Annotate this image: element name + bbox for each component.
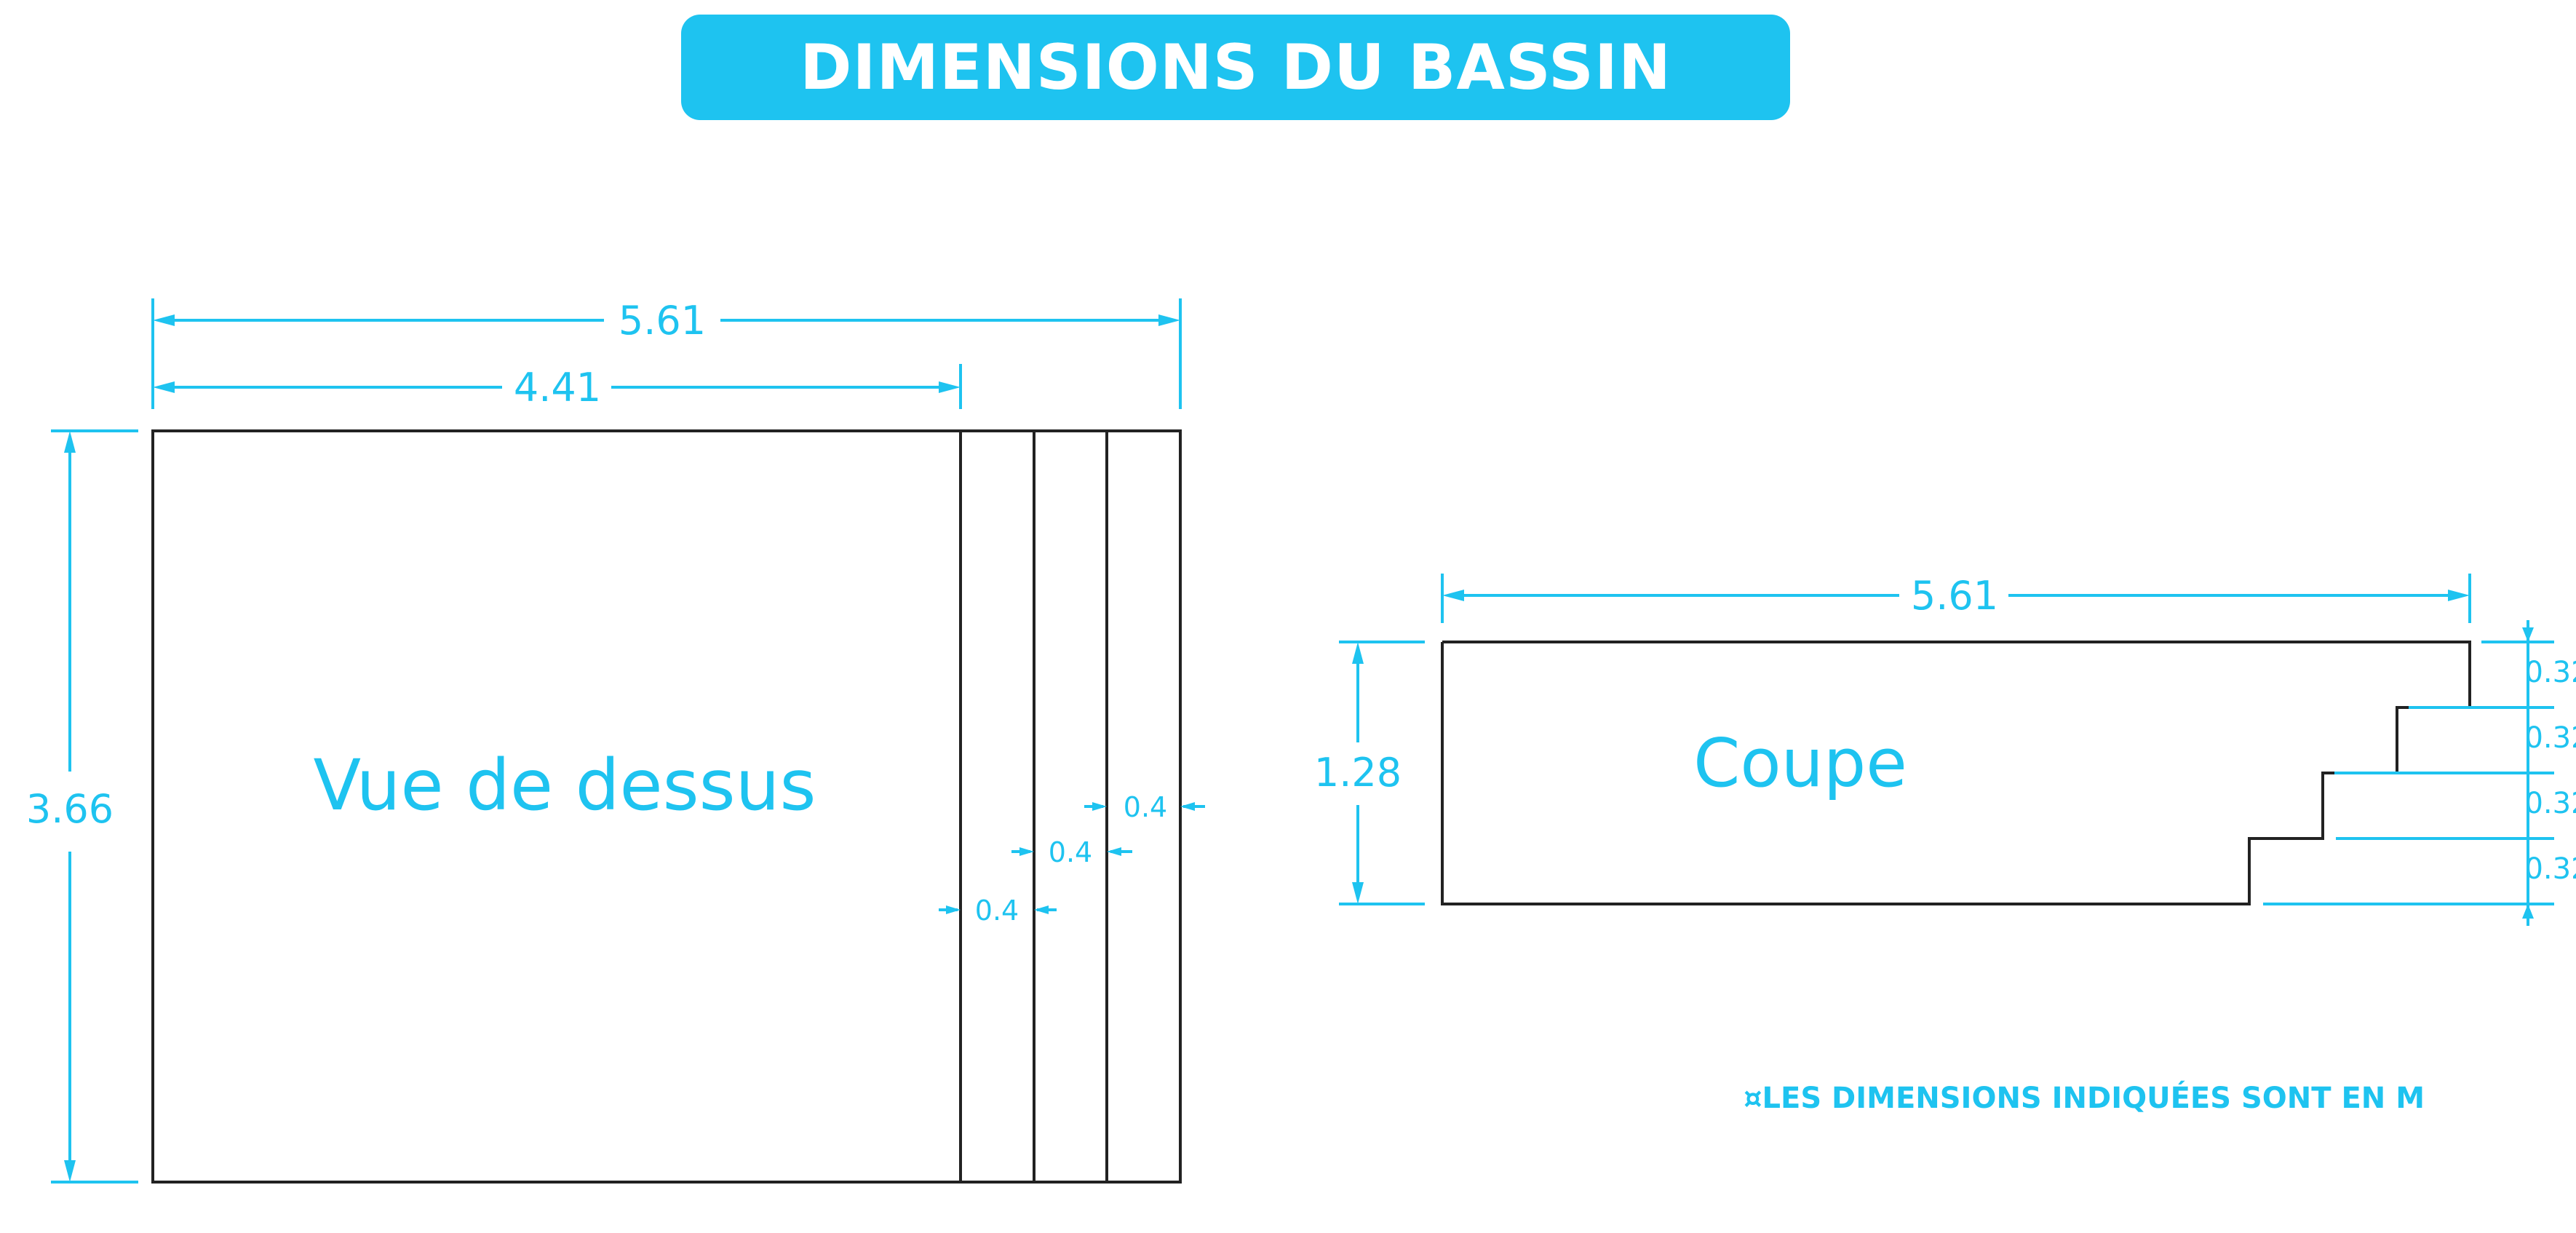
dim-section-depth: 1.28 bbox=[1314, 641, 1425, 905]
section-depth-label: 1.28 bbox=[1314, 750, 1402, 796]
units-note: ¤LES DIMENSIONS INDIQUÉES SONT EN M bbox=[1744, 1080, 2425, 1115]
section-outline bbox=[1441, 641, 2471, 905]
riser-1-label: 0.32 bbox=[2524, 656, 2576, 689]
riser-3-label: 0.32 bbox=[2524, 787, 2576, 820]
dim-step-3: 0.4 bbox=[1084, 791, 1205, 823]
dim-step-2: 0.4 bbox=[1011, 836, 1132, 868]
top-basin-length-label: 4.41 bbox=[514, 365, 601, 411]
step-3-label: 0.4 bbox=[1124, 791, 1167, 823]
top-width-label: 3.66 bbox=[26, 786, 114, 832]
step-1-label: 0.4 bbox=[975, 895, 1019, 927]
title-banner: DIMENSIONS DU BASSIN bbox=[681, 15, 1790, 120]
dim-section-length: 5.61 bbox=[1441, 573, 2471, 623]
top-view-title: Vue de dessus bbox=[314, 745, 816, 826]
section-view-title: Coupe bbox=[1693, 724, 1907, 802]
section-view: 5.61 1.28 0.32 0.32 0.32 bbox=[1314, 573, 2576, 926]
section-length-label: 5.61 bbox=[1911, 573, 1998, 619]
top-overall-length-label: 5.61 bbox=[619, 298, 706, 344]
riser-2-label: 0.32 bbox=[2524, 721, 2576, 755]
dim-width: 3.66 bbox=[26, 429, 138, 1184]
page-title: DIMENSIONS DU BASSIN bbox=[800, 31, 1671, 104]
dim-basin-length: 4.41 bbox=[153, 364, 962, 411]
step-2-label: 0.4 bbox=[1049, 836, 1092, 868]
dim-step-1: 0.4 bbox=[939, 895, 1057, 927]
riser-4-label: 0.32 bbox=[2524, 852, 2576, 886]
dim-risers: 0.32 0.32 0.32 0.32 bbox=[2263, 620, 2576, 926]
dim-overall-length: 5.61 bbox=[151, 298, 1182, 409]
top-view: 5.61 4.41 3.66 0.4 bbox=[26, 298, 1205, 1184]
